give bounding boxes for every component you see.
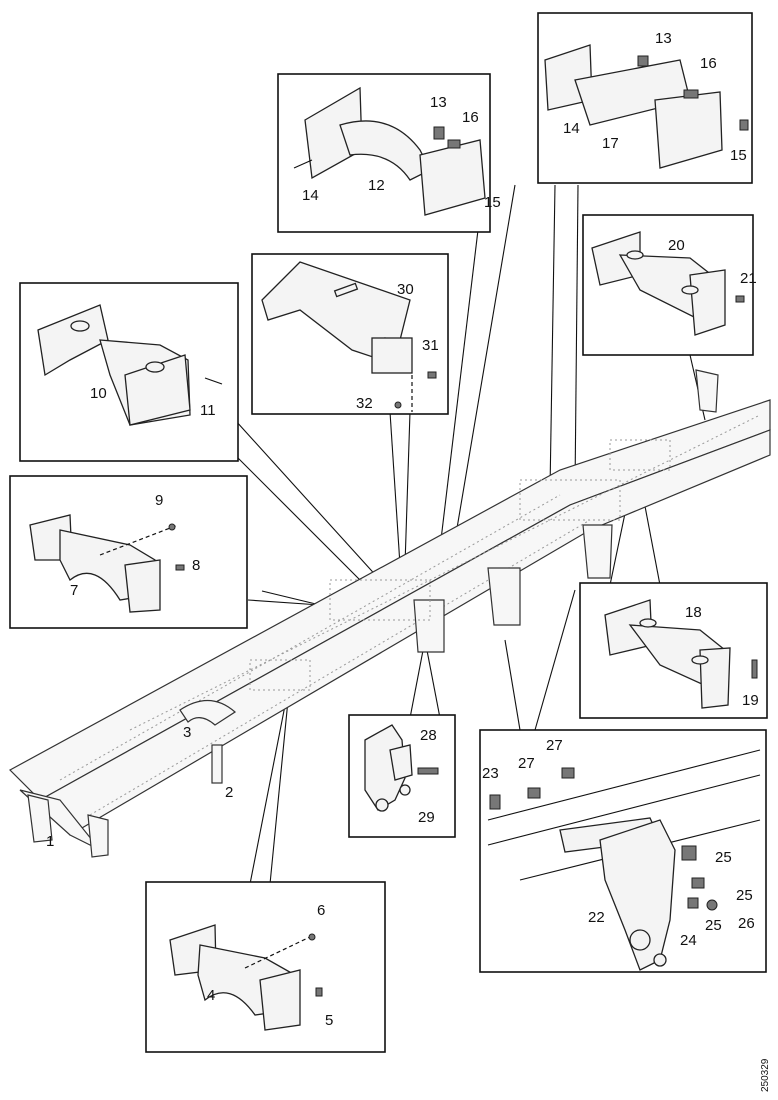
detail-box-crossmember-20: [582, 214, 754, 356]
callout-15-right: 15: [730, 147, 747, 164]
callout-9: 9: [155, 492, 163, 509]
callout-13-upper: 13: [430, 94, 447, 111]
detail-box-crossmember-4: [145, 881, 386, 1053]
detail-box-crossmember-17: [537, 12, 753, 184]
callout-25-b: 25: [736, 887, 753, 904]
callout-25-c: 25: [705, 917, 722, 934]
detail-box-hanger-28: [348, 714, 456, 838]
detail-box-crossmember-7: [9, 475, 248, 629]
callout-4: 4: [207, 987, 215, 1004]
detail-box-plate-30: [251, 253, 449, 415]
callout-27-b: 27: [546, 737, 563, 754]
callout-19: 19: [742, 692, 759, 709]
callout-16-upper: 16: [462, 109, 479, 126]
callout-16-right: 16: [700, 55, 717, 72]
callout-29: 29: [418, 809, 435, 826]
callout-25-a: 25: [715, 849, 732, 866]
callout-6: 6: [317, 902, 325, 919]
callout-21: 21: [740, 270, 757, 287]
callout-22: 22: [588, 909, 605, 926]
callout-24: 24: [680, 932, 697, 949]
detail-box-spring-bracket-22: [479, 729, 767, 973]
callout-30: 30: [397, 281, 414, 298]
callout-3: 3: [183, 724, 191, 741]
callout-17: 17: [602, 135, 619, 152]
callout-15-upper: 15: [484, 194, 501, 211]
callout-27-a: 27: [518, 755, 535, 772]
document-id: 250329: [760, 1058, 771, 1092]
callout-10: 10: [90, 385, 107, 402]
callout-26: 26: [738, 915, 755, 932]
callout-5: 5: [325, 1012, 333, 1029]
chassis-frame: [9, 369, 771, 858]
callout-11: 11: [200, 402, 216, 419]
callout-32: 32: [356, 395, 373, 412]
callout-14-right: 14: [563, 120, 580, 137]
callout-2: 2: [225, 784, 233, 801]
detail-box-crossmember-10: [19, 282, 239, 462]
callout-7: 7: [70, 582, 78, 599]
callout-8: 8: [192, 557, 200, 574]
detail-box-crossmember-18: [579, 582, 768, 719]
callout-20: 20: [668, 237, 685, 254]
callout-13-right: 13: [655, 30, 672, 47]
callout-31: 31: [422, 337, 439, 354]
detail-box-bracket-12: [277, 73, 491, 233]
callout-23: 23: [482, 765, 499, 782]
callout-1: 1: [46, 833, 54, 850]
callout-28: 28: [420, 727, 437, 744]
callout-14-upper: 14: [302, 187, 319, 204]
callout-12: 12: [368, 177, 385, 194]
callout-labels: 1 2 3 4 5 6 7 8 9 10 11 12 13 13 14 14 1…: [46, 30, 759, 1029]
callout-18: 18: [685, 604, 702, 621]
